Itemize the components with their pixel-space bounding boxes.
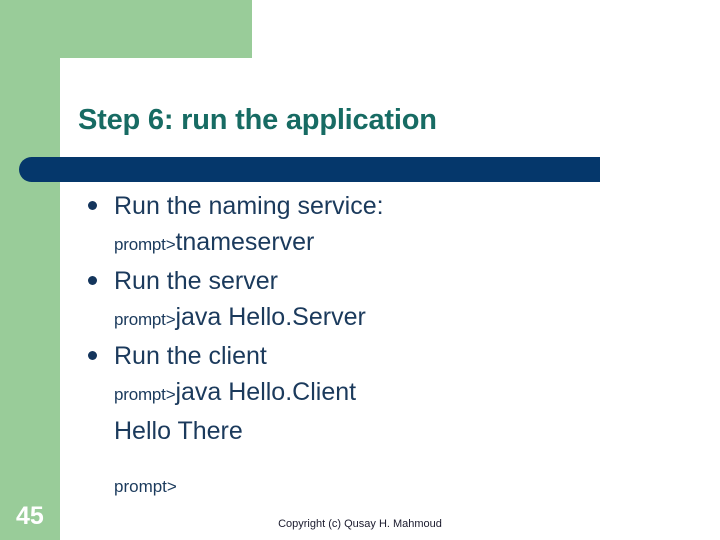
green-top-block-decoration <box>0 0 252 58</box>
bullet-group: Run the naming service: prompt>tnameserv… <box>84 188 644 263</box>
title-underline-bar <box>19 157 600 182</box>
command-line: prompt>tnameserver <box>84 224 644 263</box>
bullet-item: Run the client <box>84 338 644 374</box>
bullet-label: Run the client <box>114 342 267 370</box>
bullet-dot-icon <box>88 201 97 210</box>
bullet-dot-icon <box>88 351 97 360</box>
prompt-token: prompt> <box>114 235 176 254</box>
command-token: java Hello.Client <box>175 378 357 406</box>
command-token: tnameserver <box>175 228 315 256</box>
bullet-group: Run the server prompt>java Hello.Server <box>84 263 644 338</box>
output-line: Hello There <box>84 413 644 449</box>
bullet-item: Run the naming service: <box>84 188 644 224</box>
bullet-label: Run the naming service: <box>114 192 384 220</box>
trailing-prompt: prompt> <box>114 477 177 496</box>
slide-number: 45 <box>16 502 44 530</box>
slide-body: Run the naming service: prompt>tnameserv… <box>84 188 644 499</box>
output-token: Hello There <box>114 417 243 445</box>
prompt-token: prompt> <box>114 310 176 329</box>
command-line: prompt>java Hello.Server <box>84 299 644 338</box>
bullet-item: Run the server <box>84 263 644 299</box>
slide-title: Step 6: run the application <box>78 104 437 136</box>
bullet-dot-icon <box>88 276 97 285</box>
copyright-notice: Copyright (c) Qusay H. Mahmoud <box>278 518 442 530</box>
green-left-column-decoration <box>0 0 60 540</box>
bullet-label: Run the server <box>114 267 278 295</box>
white-content-panel <box>60 58 720 498</box>
command-line: prompt>java Hello.Client <box>84 374 644 413</box>
command-token: java Hello.Server <box>175 303 366 331</box>
bullet-group: Run the client prompt>java Hello.Client … <box>84 338 644 449</box>
prompt-token: prompt> <box>114 385 176 404</box>
